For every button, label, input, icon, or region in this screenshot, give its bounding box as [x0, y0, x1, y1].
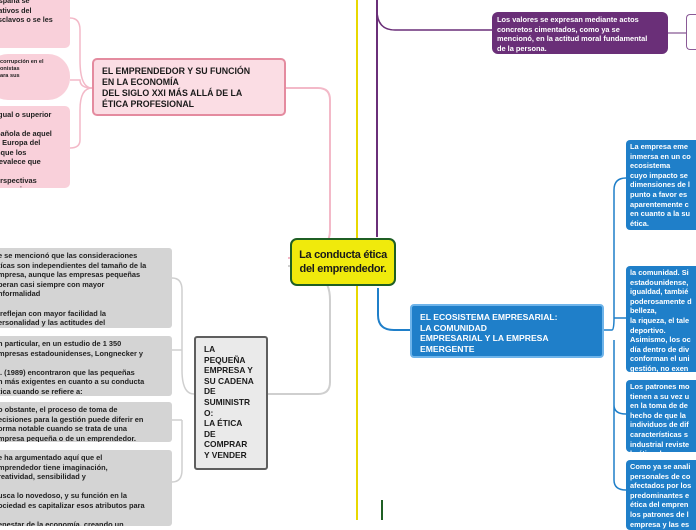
central-topic-line-2: del emprendedor.	[299, 263, 387, 275]
connector-pink-branch	[286, 87, 331, 259]
connector-blue-branch	[377, 288, 410, 331]
topic-pequena-empresa[interactable]: LA PEQUEÑA EMPRESA Y SU CADENA DE SUMINI…	[194, 336, 268, 470]
subtopic-cadena-4[interactable]: e ha argumentado aquí que el mprendedor …	[0, 450, 172, 526]
subtopic-emprendedor-1[interactable]: España se nativos del esclavos o se les …	[0, 0, 70, 48]
subtopic-ecosistema-2[interactable]: la comunidad. Si estadounidense, igualda…	[626, 266, 696, 372]
subtopic-valores-edge	[686, 14, 696, 50]
subtopic-ecosistema-1[interactable]: La empresa eme inmersa en un co ecosiste…	[626, 140, 696, 230]
central-topic-line-1: La conducta ética	[299, 249, 387, 261]
connector-pink-child-1	[69, 17, 93, 89]
subtopic-emprendedor-3[interactable]: igual o superior pañola de aquel e Europ…	[0, 106, 70, 188]
subtopic-cadena-3[interactable]: o obstante, el proceso de toma de ecisio…	[0, 402, 172, 442]
connector-gray-children	[171, 277, 195, 483]
subtopic-cadena-2[interactable]: n particular, en un estudio de 1 350 mpr…	[0, 336, 172, 396]
central-topic[interactable]: La conducta ética del emprendedor.	[290, 238, 396, 286]
subtopic-cadena-1[interactable]: e se mencionó que las consideraciones tí…	[0, 248, 172, 328]
subtopic-valores[interactable]: Los valores se expresan mediante actos c…	[492, 12, 668, 54]
subtopic-ecosistema-3[interactable]: Los patrones mo tienen a su vez u en la …	[626, 380, 696, 452]
topic-ecosistema-empresarial[interactable]: EL ECOSISTEMA EMPRESARIAL: LA COMUNIDAD …	[410, 304, 604, 358]
connector-purple-child	[376, 9, 492, 31]
subtopic-emprendedor-2[interactable]: corrupción en el onistas ara sus	[0, 54, 70, 100]
connector-blue-children	[604, 177, 627, 491]
topic-emprendedor-funcion[interactable]: EL EMPRENDEDOR Y SU FUNCIÓN EN LA ECONOM…	[92, 58, 286, 116]
connector-pink-child-3	[69, 87, 93, 149]
